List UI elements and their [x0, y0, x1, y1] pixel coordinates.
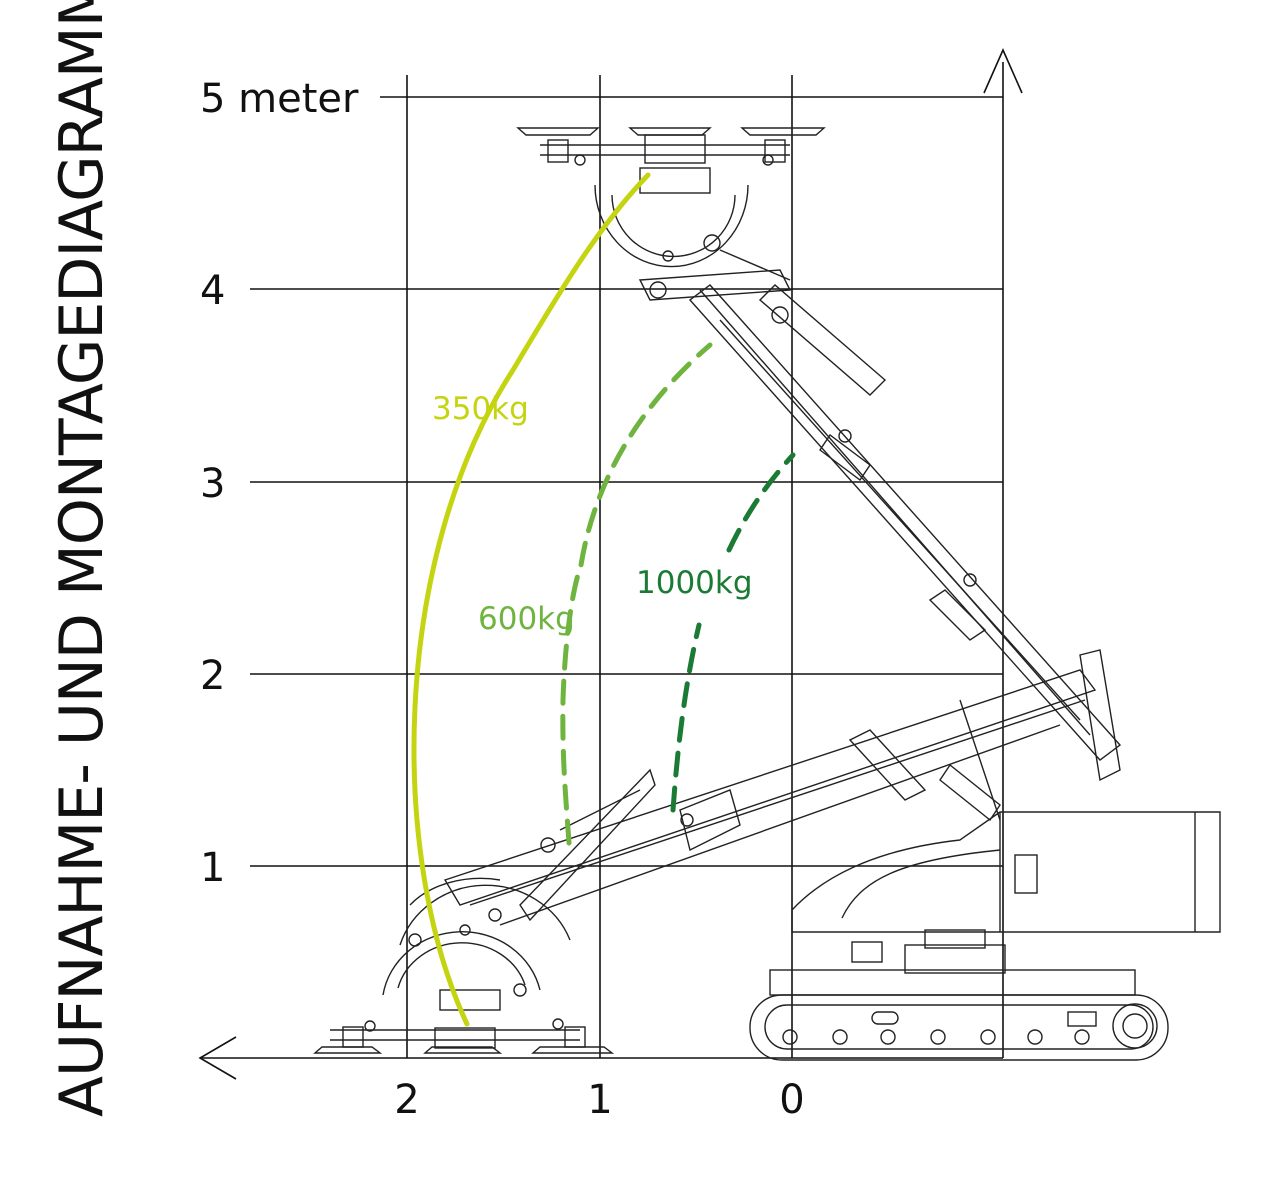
load-label-1000kg: 1000kg — [636, 565, 753, 601]
crane-machine-drawing — [313, 127, 1221, 1061]
y-tick-label-1: 1 — [200, 845, 225, 891]
load-curve-350kg — [411, 172, 651, 1027]
load-curves — [411, 172, 796, 1027]
x-tick-label-1: 1 — [587, 1077, 612, 1123]
y-tick-label-5: 5 meter — [200, 76, 359, 122]
y-tick-label-4: 4 — [200, 268, 225, 314]
x-tick-label-0: 0 — [779, 1077, 804, 1123]
x-tick-labels: 2 1 0 — [394, 1077, 804, 1123]
y-tick-label-3: 3 — [200, 461, 225, 507]
load-curve-labels: 350kg 600kg 1000kg — [432, 391, 753, 637]
machine-body — [791, 811, 1221, 933]
boom-lower-position — [443, 649, 1121, 926]
lifter-head-lower — [313, 877, 615, 1054]
load-label-600kg: 600kg — [478, 601, 575, 637]
grid — [198, 48, 1023, 1080]
diagram-title: AUFNAHME- UND MONTAGEDIAGRAMM — [47, 0, 117, 1117]
boom-upper-position — [638, 234, 1122, 761]
x-axis-arrow — [198, 1036, 237, 1080]
crawler-track-inner — [764, 1004, 1154, 1050]
y-axis-arrow — [983, 48, 1023, 94]
load-curve-600kg — [560, 342, 713, 846]
lifter-head-upper — [516, 127, 826, 268]
undercarriage-frame — [769, 969, 1136, 996]
y-tick-label-2: 2 — [200, 653, 225, 699]
load-label-350kg: 350kg — [432, 391, 529, 427]
x-tick-label-2: 2 — [394, 1077, 419, 1123]
y-tick-labels: 5 meter 4 3 2 1 — [200, 76, 359, 891]
control-box — [1014, 854, 1038, 894]
load-curve-1000kg — [670, 452, 796, 813]
track-rollers — [782, 1003, 1158, 1049]
